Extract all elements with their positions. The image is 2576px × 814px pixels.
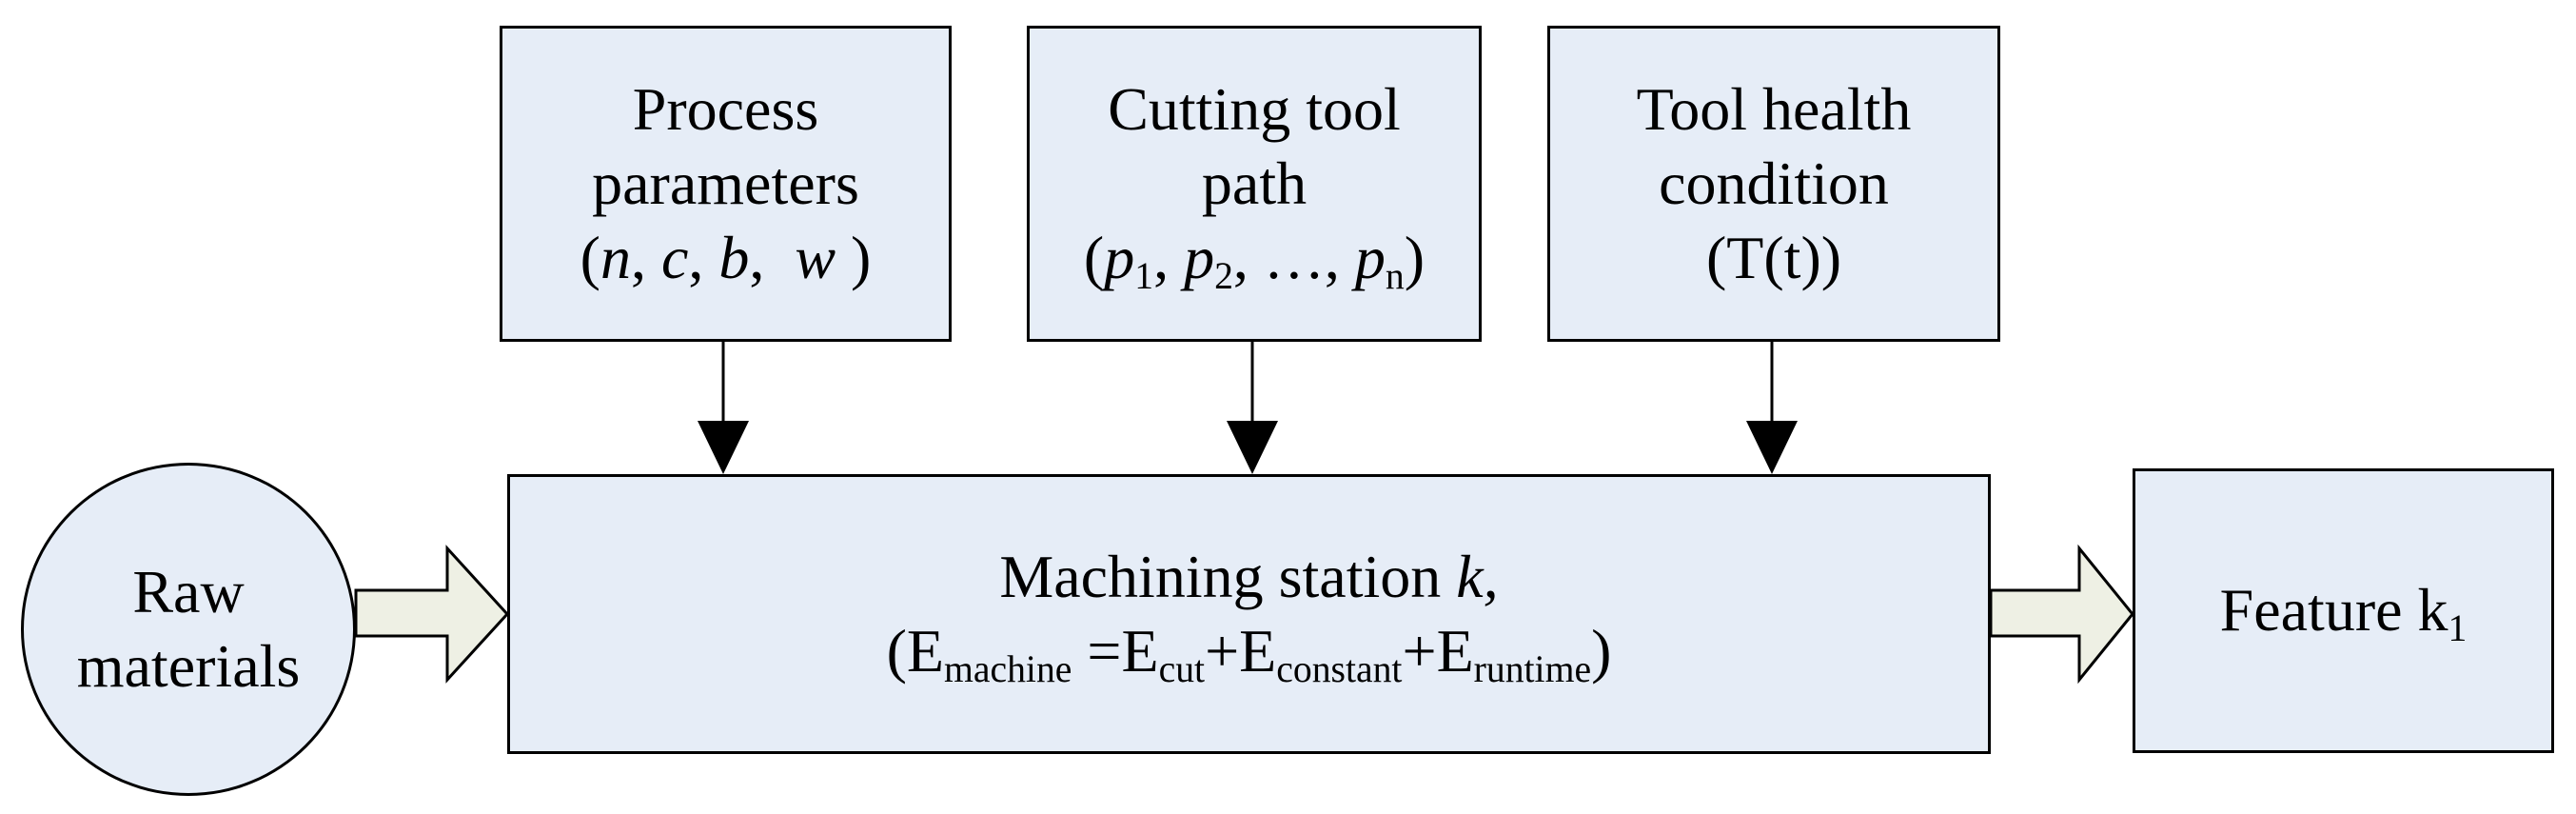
machining-station-energy-equation: (Emachine =Ecut+Econstant+Eruntime)	[886, 617, 1612, 691]
tool-health-line2: condition	[1659, 149, 1889, 217]
process-parameters-box: Process parameters (n, c, b, w )	[500, 26, 952, 342]
tool-health-box: Tool health condition (T(t))	[1547, 26, 2000, 342]
cutting-tool-path-box: Cutting tool path (p1, p2, …, pn)	[1027, 26, 1482, 342]
tool-health-line3: (T(t))	[1705, 224, 1842, 292]
process-parameters-vars: (n, c, b, w )	[580, 224, 872, 292]
arrow-health-to-station	[1746, 342, 1798, 474]
process-parameters-line1: Process	[632, 74, 819, 143]
cutting-tool-path-line1: Cutting tool	[1108, 74, 1401, 143]
arrow-toolpath-to-station	[1227, 342, 1278, 474]
feature-box: Feature k1	[2133, 468, 2554, 753]
raw-materials-node: Raw materials	[21, 463, 356, 796]
machining-station-box: Machining station k, (Emachine =Ecut+Eco…	[507, 474, 1991, 754]
feature-label: Feature k1	[2219, 576, 2468, 650]
block-arrow-station-to-feature	[1989, 544, 2134, 685]
raw-materials-line2: materials	[76, 632, 301, 700]
cutting-tool-path-points: (p1, p2, …, pn)	[1083, 224, 1426, 298]
tool-health-line1: Tool health	[1636, 74, 1912, 143]
process-parameters-line2: parameters	[592, 149, 859, 217]
raw-materials-line1: Raw	[132, 557, 245, 625]
machining-station-title: Machining station k,	[999, 542, 1499, 610]
block-arrow-raw-to-station	[354, 545, 510, 684]
arrow-process-to-station	[698, 342, 749, 474]
cutting-tool-path-line2: path	[1201, 149, 1308, 217]
